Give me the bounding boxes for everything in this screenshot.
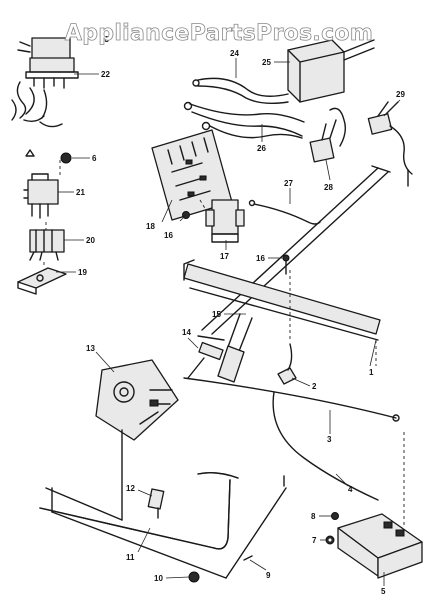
part-14-pilot-assembly[interactable] <box>187 335 225 379</box>
part-13-gas-valve[interactable] <box>95 359 179 441</box>
part-15-manifold[interactable] <box>217 313 253 383</box>
alignment-dashes <box>43 160 405 528</box>
callout-1: 1 <box>369 368 374 377</box>
callout-8: 8 <box>311 512 316 521</box>
part-21-relay[interactable] <box>23 173 59 219</box>
part-8-screw[interactable] <box>331 512 339 520</box>
part-5-control-box[interactable] <box>337 513 423 579</box>
part-7-washer[interactable] <box>325 535 335 545</box>
part-19-bracket[interactable] <box>17 267 67 295</box>
callout-28: 28 <box>324 183 333 192</box>
callout-4: 4 <box>348 485 353 494</box>
callout-20: 20 <box>86 236 95 245</box>
part-28-switch[interactable] <box>309 107 347 163</box>
part-17-transformer[interactable] <box>205 199 245 243</box>
part-3-thermocouple-tube[interactable] <box>183 377 400 422</box>
burner-rail-frame <box>201 165 391 335</box>
callout-7: 7 <box>312 536 317 545</box>
part-27-wire-lead[interactable] <box>248 199 321 225</box>
watermark: AppliancePartsPros.com <box>65 21 373 46</box>
part-22-transformer[interactable] <box>17 37 79 89</box>
callout-15: 15 <box>212 310 221 319</box>
callout-25: 25 <box>262 58 271 67</box>
part-26-wire-harness[interactable] <box>183 101 305 139</box>
part-6-grommet[interactable] <box>25 149 72 164</box>
callout-17: 17 <box>220 252 229 261</box>
callout-19: 19 <box>78 268 87 277</box>
callout-27: 27 <box>284 179 293 188</box>
callout-6: 6 <box>92 154 97 163</box>
part-23-wire-leads[interactable] <box>11 81 63 128</box>
callout-23: 23 <box>100 35 109 44</box>
callout-labels: 23 22 6 21 20 19 18 16 17 24 25 26 27 28… <box>76 35 405 596</box>
leader-lines <box>56 58 401 586</box>
part-29-switch-assembly[interactable] <box>367 101 413 187</box>
part-9-bracket[interactable] <box>243 555 253 561</box>
part-11-gas-tube[interactable] <box>39 471 239 550</box>
callout-5: 5 <box>381 587 386 596</box>
callout-13: 13 <box>86 344 95 353</box>
part-24-wire-harness[interactable] <box>192 77 289 105</box>
callout-18: 18 <box>146 222 155 231</box>
part-1-burner-tube[interactable] <box>183 259 381 341</box>
callout-24: 24 <box>230 49 239 58</box>
part-25-junction-box[interactable] <box>287 39 375 103</box>
callout-10: 10 <box>154 574 163 583</box>
callout-21: 21 <box>76 188 85 197</box>
base-frame-panel <box>45 429 287 579</box>
part-20-terminal-block[interactable] <box>29 229 65 261</box>
callout-2: 2 <box>312 382 317 391</box>
callout-14: 14 <box>182 328 191 337</box>
callout-11: 11 <box>126 553 135 562</box>
part-4-wire[interactable] <box>272 391 379 501</box>
callout-22: 22 <box>101 70 110 79</box>
callout-9: 9 <box>266 571 271 580</box>
part-2-thermocouple[interactable] <box>277 343 297 385</box>
part-10-screw[interactable] <box>188 571 200 583</box>
callout-3: 3 <box>327 435 332 444</box>
callout-16-upper: 16 <box>164 231 173 240</box>
callout-26: 26 <box>257 144 266 153</box>
part-18-control-board[interactable] <box>151 129 233 221</box>
callout-16-lower: 16 <box>256 254 265 263</box>
callout-29: 29 <box>396 90 405 99</box>
callout-12: 12 <box>126 484 135 493</box>
part-12-orifice[interactable] <box>147 488 165 519</box>
